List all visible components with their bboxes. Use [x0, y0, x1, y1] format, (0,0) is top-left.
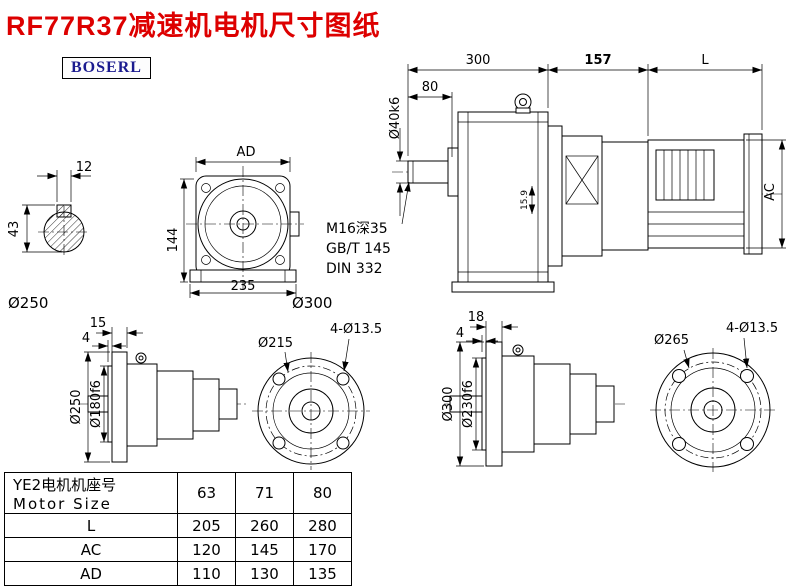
flange-label-250: Ø250 — [8, 294, 48, 312]
assembly-side-view — [392, 93, 782, 293]
dim-key-width: 12 — [76, 160, 93, 175]
bolt-hole — [672, 437, 686, 451]
cell-value: 205 — [177, 513, 236, 538]
table-row-AC: AC 120 145 170 — [4, 537, 352, 562]
cell-value: 135 — [293, 561, 352, 586]
bolt-hole — [336, 436, 350, 450]
cell-value: 110 — [177, 561, 236, 586]
flange-label-300: Ø300 — [292, 294, 332, 312]
gearbox-body — [457, 111, 549, 283]
row-label: L — [4, 513, 178, 538]
bolt-hole — [672, 369, 686, 383]
bolt-hole — [272, 436, 286, 450]
header-cn: YE2电机机座号 — [13, 475, 117, 494]
table-row-L: L 205 260 280 — [4, 513, 352, 538]
cell-value: 145 — [235, 537, 294, 562]
fan-cover — [743, 133, 763, 255]
dim-front-height: 144 — [166, 228, 181, 253]
motor-size-table: YE2电机机座号 Motor Size 63 71 80 L 205 260 2… — [4, 472, 352, 586]
dim-flange250-thickness: 15 — [90, 316, 107, 331]
table-header-row: YE2电机机座号 Motor Size 63 71 80 — [4, 472, 352, 514]
cell-value: 130 — [235, 561, 294, 586]
bolt-hole — [740, 369, 754, 383]
flange300-plate — [485, 341, 503, 467]
bolt-hole — [272, 372, 286, 386]
page-title: RF77R37减速机电机尺寸图纸 — [6, 11, 381, 41]
row-label: AD — [4, 561, 178, 586]
dim-flange300-thickness: 18 — [468, 310, 485, 325]
dim-flange250-bolt-circle: Ø215 — [258, 336, 293, 351]
shaft-hub — [447, 147, 459, 197]
dim-flange300-spigot: Ø230f6 — [461, 380, 476, 428]
dim-shaft-diameter: Ø40k6 — [388, 97, 403, 140]
bolt-hole — [740, 437, 754, 451]
flange250-plate — [111, 351, 128, 463]
table-row-AD: AD 110 130 135 — [4, 561, 352, 586]
dim-flange250-step: 4 — [82, 331, 90, 346]
dim-flange250-holes: 4-Ø13.5 — [330, 322, 382, 337]
gearbox-front-view: AD 144 235 — [166, 145, 304, 298]
cell-value: 170 — [293, 537, 352, 562]
dim-gearbox-length: 300 — [466, 53, 491, 68]
dim-flange250-outer: Ø250 — [69, 389, 84, 424]
assembly-dimensions: 300 157 L 80 Ø40k6 AC 15.9 M16深35 GB/T 1… — [326, 53, 786, 277]
bolt-hole — [336, 372, 350, 386]
adapter-flange — [547, 125, 563, 267]
column-frame-63: 63 — [177, 472, 236, 514]
note-din-standard: DIN 332 — [326, 261, 383, 277]
note-gb-standard: GB/T 145 — [326, 241, 391, 257]
header-en: Motor Size — [13, 494, 112, 513]
dim-flange300-bolt-circle: Ø265 — [654, 333, 689, 348]
brand-logo: BOSERL — [62, 57, 151, 79]
dim-shaft-length: 80 — [422, 80, 439, 95]
dim-flange300-step: 4 — [456, 326, 464, 341]
column-frame-71: 71 — [235, 472, 294, 514]
dim-flange300-holes: 4-Ø13.5 — [726, 321, 778, 336]
dim-section-height: 43 — [7, 221, 22, 238]
flange250-side-view: 15 4 Ø250 Ø180f6 — [69, 316, 248, 463]
motor-winding-block — [655, 149, 715, 201]
dim-front-base: 235 — [231, 279, 256, 294]
dim-key-height: 15.9 — [520, 190, 530, 210]
flange300-side-view: 18 4 Ø300 Ø230f6 — [441, 310, 625, 467]
cell-value: 280 — [293, 513, 352, 538]
gearbox-base — [451, 281, 555, 293]
dim-motor-height: AC — [763, 183, 778, 201]
row-label: AC — [4, 537, 178, 562]
cell-value: 120 — [177, 537, 236, 562]
note-tapped-hole: M16深35 — [326, 221, 388, 237]
dim-flange250-spigot: Ø180f6 — [89, 380, 104, 428]
dim-adapter-length: 157 — [584, 53, 611, 68]
shaft-cross-section: 12 43 — [7, 160, 92, 258]
dim-flange300-outer: Ø300 — [441, 386, 456, 421]
dim-front-width: AD — [237, 145, 256, 160]
column-frame-80: 80 — [293, 472, 352, 514]
flange250-front-view: Ø215 4-Ø13.5 — [252, 322, 382, 470]
table-header-motor-size: YE2电机机座号 Motor Size — [4, 472, 178, 514]
cell-value: 260 — [235, 513, 294, 538]
dim-motor-length: L — [701, 53, 709, 68]
flange300-front-view: Ø265 4-Ø13.5 — [650, 321, 778, 472]
